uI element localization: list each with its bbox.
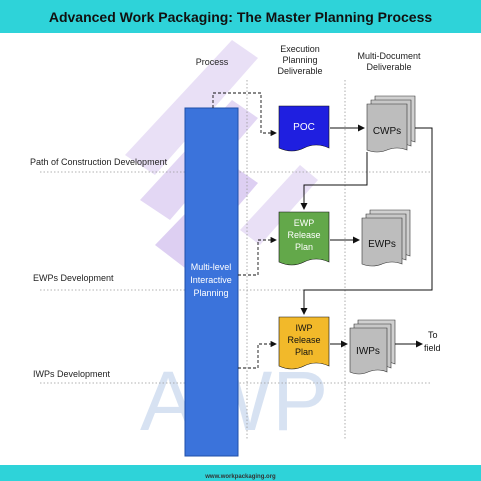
iwp-release-plan: IWP Release Plan xyxy=(278,316,330,370)
poc-label: POC xyxy=(293,122,315,133)
poc-deliverable: POC xyxy=(278,105,330,152)
ewp-plan-line-1: EWP xyxy=(294,218,315,228)
column-header-process: Process xyxy=(195,57,229,67)
dashed-connectors xyxy=(212,92,277,369)
row-label-ewps: EWPs Development xyxy=(33,273,114,283)
iwps-label: IWPs xyxy=(356,346,380,357)
execution-line-3: Deliverable xyxy=(277,66,323,76)
central-bar-label: Multi-level Interactive Planning xyxy=(190,262,232,298)
iwp-plan-line-1: IWP xyxy=(296,323,313,333)
iwp-plan-line-3: Plan xyxy=(295,347,313,357)
flow-arrows xyxy=(300,124,433,348)
execution-line-1: Execution xyxy=(280,44,320,54)
ewps-document-stack: EWPs xyxy=(361,209,411,267)
ewp-release-plan: EWP Release Plan xyxy=(278,211,330,266)
iwps-document-stack: IWPs xyxy=(349,319,396,375)
row-label-path: Path of Construction Development xyxy=(30,157,168,167)
multi-level-planning-bar xyxy=(184,107,239,457)
ewps-label: EWPs xyxy=(368,239,396,250)
multidoc-line-2: Deliverable xyxy=(366,62,412,72)
ewp-plan-line-3: Plan xyxy=(295,242,313,252)
to-field-line-1: To xyxy=(428,330,438,340)
central-label-line-3: Planning xyxy=(193,288,228,298)
title-banner xyxy=(0,0,481,33)
page-title: Advanced Work Packaging: The Master Plan… xyxy=(48,9,433,25)
central-label-line-1: Multi-level xyxy=(191,262,232,272)
ewp-plan-line-2: Release xyxy=(287,230,320,240)
iwp-plan-line-2: Release xyxy=(287,335,320,345)
footer-url: www.workpackaging.org xyxy=(205,474,276,480)
cwps-document-stack: CWPs xyxy=(366,95,416,153)
execution-line-2: Planning xyxy=(282,55,318,65)
column-dividers xyxy=(246,80,346,440)
multidoc-line-1: Multi-Document xyxy=(357,51,421,61)
column-header-multidoc: Multi-Document Deliverable xyxy=(348,51,430,73)
footer-bar xyxy=(0,465,481,481)
cwps-label: CWPs xyxy=(373,126,401,137)
to-field-line-2: field xyxy=(424,343,441,353)
row-label-iwps: IWPs Development xyxy=(33,369,111,379)
central-label-line-2: Interactive xyxy=(190,275,232,285)
column-header-execution: Execution Planning Deliverable xyxy=(260,44,340,77)
